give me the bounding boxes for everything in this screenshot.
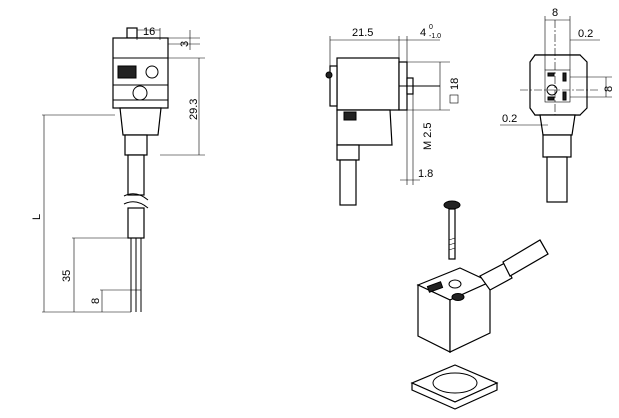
dim-m2-5: M 2.5 xyxy=(422,122,434,150)
dim-1-8: 1.8 xyxy=(418,168,433,180)
front-socket xyxy=(117,65,137,79)
face-sleeve xyxy=(542,134,572,158)
front-screw-hole xyxy=(145,65,159,79)
iso-gasket-outer xyxy=(410,364,499,403)
iso-screw-head xyxy=(443,200,461,210)
front-cable-sleeve xyxy=(124,134,148,156)
side-back-tab xyxy=(329,65,338,107)
iso-gasket-edge xyxy=(411,382,498,410)
front-top-pin xyxy=(126,27,138,39)
face-inner xyxy=(544,69,571,103)
front-gland xyxy=(132,85,148,101)
dim-0-2-bottom: 0.2 xyxy=(502,113,517,125)
front-view: 16 3 29.3 L 35 8 xyxy=(31,26,205,313)
dim-4: 4 xyxy=(420,27,426,39)
square-symbol-icon xyxy=(449,94,459,104)
side-view: 21.5 4 0 -1.0 18 M 2.5 1.8 xyxy=(325,24,461,206)
face-pin-1 xyxy=(547,72,555,77)
dim-4-tol-lower: -1.0 xyxy=(429,33,441,40)
dim-21-5: 21.5 xyxy=(352,27,373,39)
face-neck xyxy=(539,114,576,136)
face-cable xyxy=(546,156,568,203)
iso-screw-hole xyxy=(448,279,462,289)
iso-socket xyxy=(426,281,444,293)
front-neck xyxy=(119,107,162,136)
dim-8-horizontal: 8 xyxy=(552,7,558,19)
side-slot xyxy=(343,111,357,121)
dim-8-vertical: 8 xyxy=(603,86,615,92)
iso-gasket-hole xyxy=(432,372,478,394)
dim-35: 35 xyxy=(61,270,73,282)
dim-16: 16 xyxy=(143,26,155,38)
isometric-view xyxy=(410,200,549,410)
front-cable-lower xyxy=(127,207,145,239)
face-pin-ground xyxy=(547,96,555,101)
front-break-top xyxy=(123,193,149,201)
side-cable-sleeve xyxy=(336,144,360,161)
face-pin-3 xyxy=(562,91,567,101)
pin-face-view: 8 0.2 8 0.2 xyxy=(500,7,615,203)
iso-gland xyxy=(451,293,465,301)
iso-gland-sleeve xyxy=(479,262,513,291)
dim-4-tol-upper: 0 xyxy=(429,24,433,31)
face-outline xyxy=(529,54,588,116)
face-pin-2 xyxy=(562,72,567,82)
dim-29-3: 29.3 xyxy=(188,99,200,120)
face-center-contact xyxy=(546,84,558,96)
iso-screw-shaft xyxy=(448,208,456,260)
side-cable xyxy=(339,159,357,206)
dim-3: 3 xyxy=(179,41,191,47)
iso-cable xyxy=(502,239,549,277)
dim-18: 18 xyxy=(449,78,461,90)
front-break-bottom xyxy=(123,201,149,209)
dim-0-2-top: 0.2 xyxy=(578,28,593,40)
dim-8-strip: 8 xyxy=(90,298,102,304)
side-latch xyxy=(325,71,333,79)
dim-L: L xyxy=(31,214,43,220)
side-body xyxy=(336,57,400,111)
front-cable xyxy=(127,154,145,196)
